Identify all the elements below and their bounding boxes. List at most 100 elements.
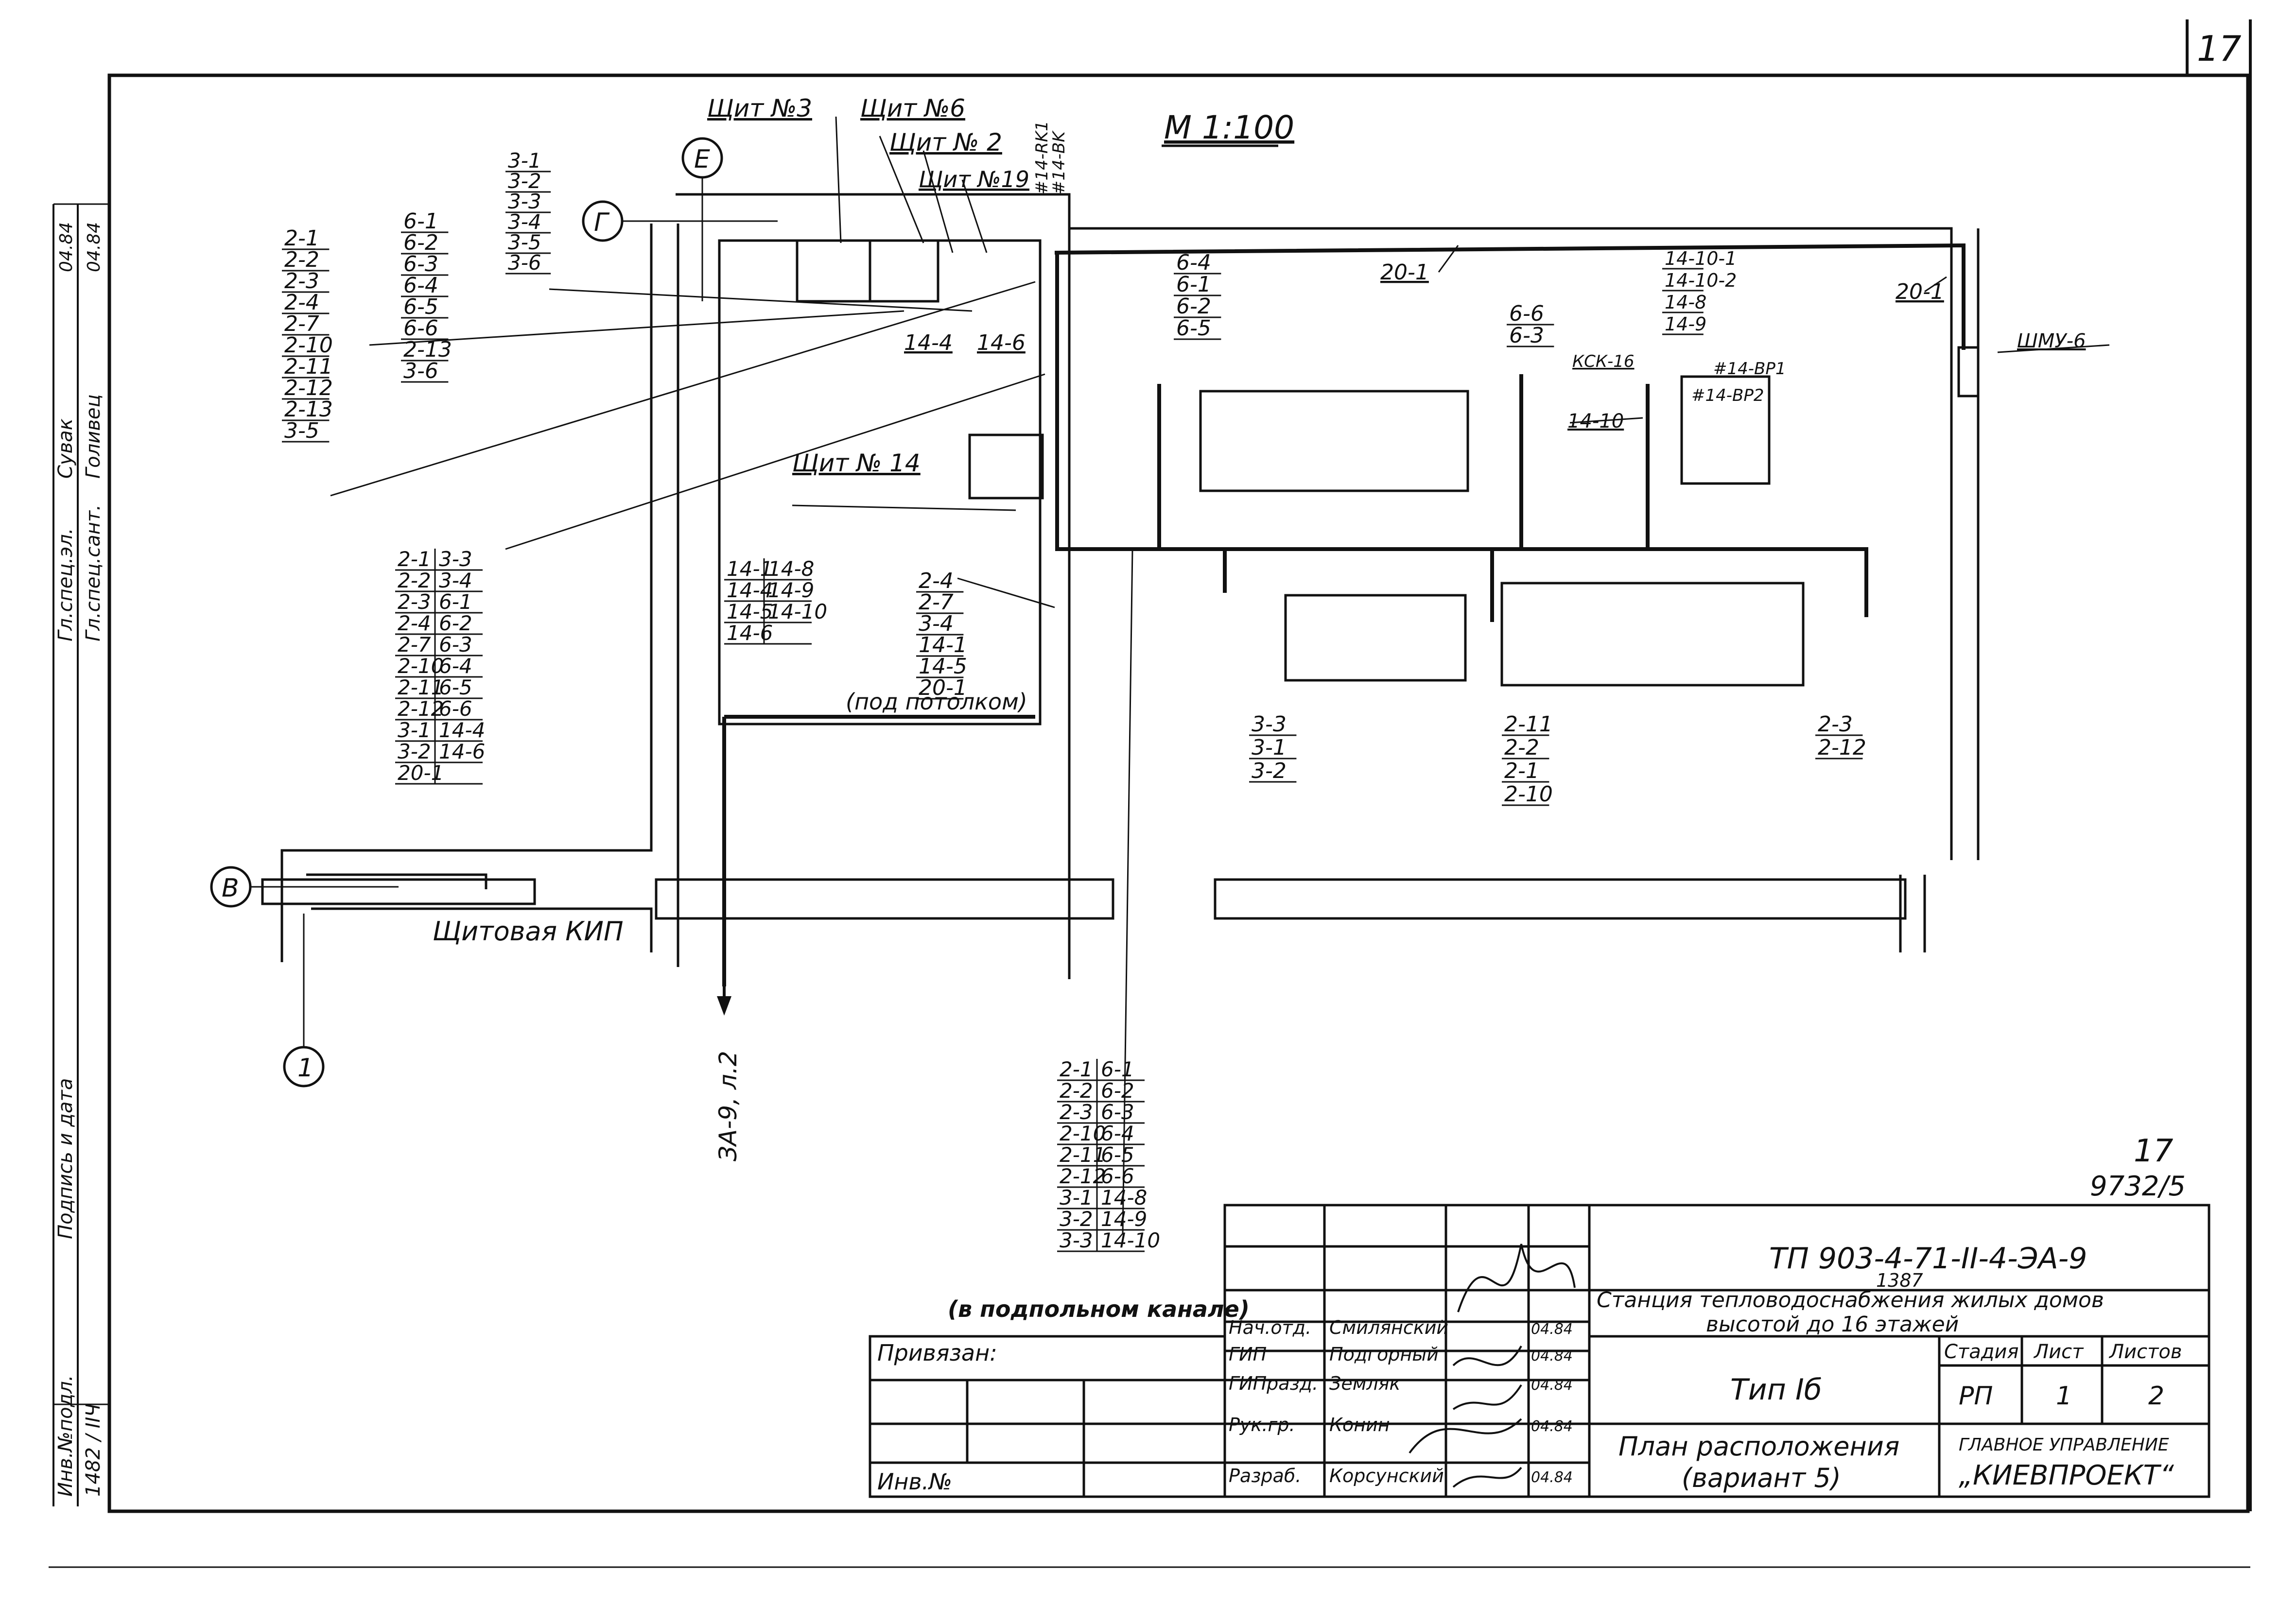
cable-table-cell: 6-4 [1101,1122,1134,1145]
cable-table-cell: 3-3 [1060,1228,1093,1252]
staff-date: 04.84 [1531,1348,1573,1365]
cable-label: 2-12 [1818,735,1866,760]
cable-label: 6-3 [1509,323,1544,348]
side-stamp-role-1: Гл.спец.эл. [54,528,77,642]
cable-label: 2-4 [919,569,954,593]
cable-label: 2-2 [284,247,319,272]
panel-6-label: Щит №6 [860,94,965,122]
cable-lists: 2-12-22-32-42-72-102-112-122-133-56-16-2… [282,149,1866,1252]
channel-note: (в подпольном канале) [948,1296,1250,1322]
label-bp2: #14-BP2 [1691,386,1764,405]
cable-table-cell: 2-7 [398,633,431,657]
leader-lines [330,116,2110,1235]
cable-routes [722,243,1966,986]
cable-label: 3-5 [284,418,319,443]
cable-label: 2-12 [284,376,333,400]
axis-label-e: Е [694,145,710,174]
side-stamp-inv-value: 1482 / IIЧ [82,1403,104,1497]
equipment [796,239,1980,687]
cable-table-cell: 6-6 [1101,1164,1134,1188]
axis-marker-v: В [210,866,252,908]
cable-label: 6-1 [403,209,438,234]
staff-role: ГИПразд. [1229,1373,1318,1394]
cable-label: 2-7 [284,311,319,336]
cable-table-cell: 2-2 [398,569,431,592]
cable-label: 3-6 [403,359,438,383]
cable-table-cell: 20-1 [398,761,444,785]
staff-role: Нач.отд. [1229,1317,1311,1338]
cable-label: 20-1 [919,675,967,700]
cable-table-cell: 6-5 [439,675,472,699]
cable-label: 14-8 [1665,292,1706,313]
cable-table-cell: 2-10 [398,654,444,678]
sheets-value: 2 [2148,1382,2164,1411]
cable-table-cell: 6-2 [439,611,472,635]
cable-table-cell: 14-8 [1101,1186,1147,1209]
side-stamp-date-2: 04.84 [84,222,104,272]
cable-table-cell: 2-11 [1060,1143,1106,1167]
cable-label: 2-10 [284,333,333,358]
cable-label: 6-3 [403,252,438,276]
sheets-label: Листов [2108,1341,2182,1363]
staff-name: Земляк [1329,1373,1401,1394]
cable-label: 6-4 [1176,250,1211,275]
axis-marker-1: 1 [283,1046,325,1088]
label-ksk: КСК-16 [1572,352,1635,371]
cable-table-cell: 2-12 [1060,1164,1106,1188]
sheet-value: 1 [2056,1382,2072,1411]
side-stamp-name-2: Голивец [82,394,104,479]
axis-label-1: 1 [297,1054,313,1083]
cable-label: 3-3 [508,190,541,213]
cable-label: 3-4 [919,611,954,636]
staff-date: 04.84 [1531,1418,1573,1435]
cable-label: 6-4 [403,273,438,298]
cable-label: 2-1 [284,226,319,251]
cable-label: 3-2 [1252,759,1287,783]
title-inv-label: Инв.№ [877,1469,952,1495]
cable-label: 2-7 [919,590,954,615]
label-14-4: 14-4 [904,330,953,355]
cable-table-cell: 14-6 [727,621,773,645]
axis-marker-g: Г [582,200,624,242]
cable-table-cell: 6-6 [439,697,472,721]
cable-label: 2-11 [1504,712,1553,737]
cable-table-cell: 2-11 [398,675,444,699]
staff-name: Подгорный [1329,1344,1439,1365]
cable-table-cell: 3-2 [398,740,431,763]
cable-table-cell: 6-4 [439,654,472,678]
cable-label: 6-5 [1176,316,1211,341]
cable-label: 14-1 [919,633,967,657]
cable-table-cell: 2-4 [398,611,431,635]
organization-1: ГЛАВНОЕ УПРАВЛЕНИЕ [1959,1435,2169,1455]
cable-label: 2-10 [1504,782,1553,807]
axis-label-v: В [222,874,239,903]
label-shmu: ШМУ-6 [2017,330,2086,352]
panel-3-label: Щит №3 [707,94,812,122]
cable-label: 3-1 [1252,735,1287,760]
cable-label: 3-2 [508,169,541,193]
cable-label: 2-1 [1504,759,1539,783]
building-walls [261,193,1980,979]
plan-title-1: План расположения [1618,1431,1899,1462]
ceiling-note: (под потолком) [846,689,1027,715]
axis-label-g: Г [594,208,610,237]
project-title-1: Станция тепловодоснабжения жилых домов [1597,1288,2104,1313]
side-stamp [53,203,109,1405]
staff-role: Разраб. [1229,1465,1301,1486]
cable-label: 2-3 [284,269,319,294]
cable-table-cell: 2-3 [1060,1100,1093,1124]
cable-label: 6-1 [1176,272,1211,297]
drawing-subcode: 1387 [1876,1270,1923,1291]
project-title-2: высотой до 16 этажей [1706,1312,1959,1337]
cable-label: 3-5 [508,230,541,254]
signatures [1409,1244,1576,1488]
label-20-1-a: 20-1 [1380,260,1429,285]
stage-label: Стадия [1944,1341,2018,1363]
side-stamp-signature-label: Подпись и дата [54,1078,77,1239]
label-14-10: 14-10 [1567,410,1624,432]
kip-room-label: Щитовая КИП [433,916,624,947]
cable-table-cell: 2-3 [398,590,431,614]
sheet-number: 17 [2197,28,2242,69]
